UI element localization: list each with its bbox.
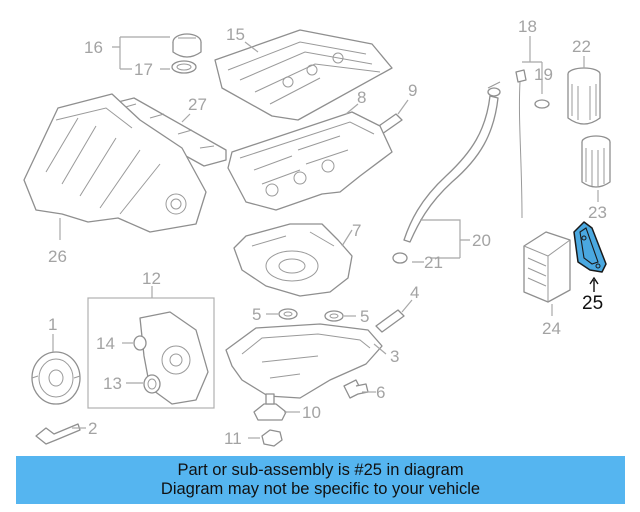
part-26-intake-manifold: [23, 93, 207, 233]
part-25-gasket-highlighted: [573, 221, 607, 273]
callout-16: 16: [84, 38, 103, 57]
part-5-seal-right: [324, 310, 344, 322]
callout-20: 20: [472, 231, 491, 250]
callout-17: 17: [134, 60, 153, 79]
part-20-dipstick-tube: [403, 81, 501, 243]
callout-18: 18: [518, 17, 537, 36]
part-13-seal: [143, 374, 161, 394]
callout-24: 24: [542, 319, 561, 338]
part-15-cylinder-head-cover: [214, 29, 393, 121]
callout-26: 26: [48, 247, 67, 266]
part-6-drain-plug: [343, 379, 369, 399]
callout-13: 13: [103, 374, 122, 393]
callout-1: 1: [48, 315, 57, 334]
callout-11: 11: [224, 429, 242, 448]
callout-19: 19: [534, 65, 553, 84]
info-banner: Part or sub-assembly is #25 in diagram D…: [16, 456, 625, 504]
callout-14: 14: [96, 334, 115, 353]
callout-6: 6: [376, 383, 385, 402]
part-14-seal: [133, 335, 147, 351]
callout-12: 12: [142, 269, 161, 288]
banner-line-2: Diagram may not be specific to your vehi…: [160, 480, 481, 498]
part-18-dipstick: [515, 69, 527, 219]
part-16-cap: [172, 33, 202, 58]
part-8-cylinder-head: [227, 111, 393, 211]
part-19-o-ring: [534, 99, 550, 109]
callout-25: 25: [582, 293, 603, 314]
callout-4: 4: [410, 283, 419, 302]
part-24-oil-cooler: [523, 231, 571, 303]
part-2-bolt: [35, 423, 81, 445]
callout-22: 22: [572, 37, 591, 56]
callout-7: 7: [352, 221, 361, 240]
callout-2: 2: [88, 419, 97, 438]
part-11-nut: [261, 429, 283, 447]
banner-line-1: Part or sub-assembly is #25 in diagram: [177, 461, 464, 479]
part-5-seal-left: [278, 308, 298, 320]
callout-3: 3: [390, 347, 399, 366]
part-22-oil-filter-housing: [567, 67, 601, 125]
callout-21: 21: [424, 253, 443, 272]
callout-27: 27: [188, 95, 207, 114]
part-21-o-ring: [392, 252, 408, 264]
part-17-o-ring: [171, 60, 197, 74]
part-1-pulley: [31, 351, 81, 405]
callout-5-left: 5: [252, 305, 261, 324]
callout-9: 9: [408, 81, 417, 100]
callout-23: 23: [588, 203, 607, 222]
part-3-oil-pan: [225, 323, 383, 399]
callout-15: 15: [226, 25, 245, 44]
part-23-oil-filter: [581, 135, 611, 188]
part-4-bolt: [375, 309, 405, 333]
callout-5-right: 5: [360, 307, 369, 326]
part-10-sensor: [253, 393, 287, 421]
callout-10: 10: [302, 403, 321, 422]
part-12-group-box: [87, 297, 215, 409]
part-7-front-cover: [233, 223, 353, 297]
callout-8: 8: [357, 88, 366, 107]
parts-diagram: 16 17 15 27 26 9 8: [23, 17, 611, 448]
